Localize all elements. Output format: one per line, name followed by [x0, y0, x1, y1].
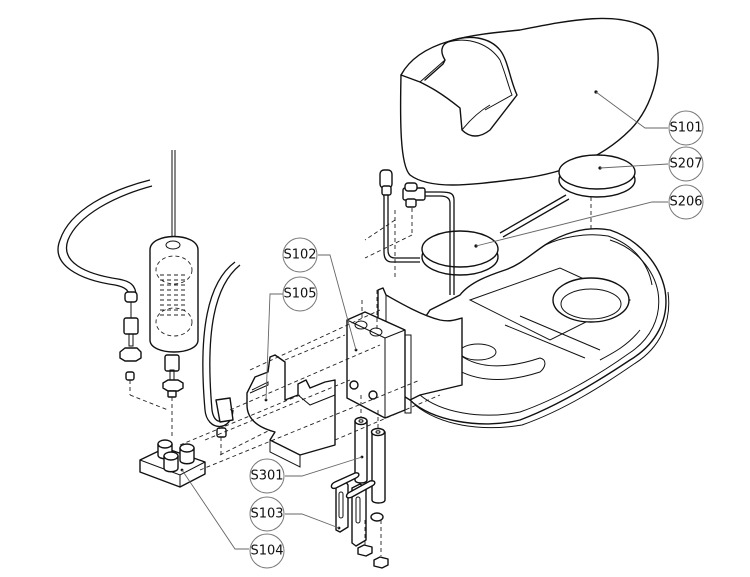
callout-s206[interactable]: S206 — [668, 184, 704, 220]
callout-s301[interactable]: S301 — [249, 458, 285, 494]
part-base-tray[interactable] — [409, 228, 670, 429]
callout-s207[interactable]: S207 — [668, 146, 704, 182]
part-s104-block[interactable] — [139, 439, 206, 488]
callout-label: S206 — [669, 195, 702, 210]
callout-s101[interactable]: S101 — [668, 110, 704, 146]
callout-label: S102 — [283, 248, 316, 263]
part-s101-cover[interactable] — [399, 17, 659, 186]
part-s301-pins[interactable] — [354, 416, 386, 522]
part-s206-pad[interactable] — [364, 169, 570, 295]
callout-s104[interactable]: S104 — [249, 533, 285, 569]
assembly-guide-lines — [179, 290, 441, 471]
coil-icon — [155, 255, 193, 337]
part-s103-clips[interactable] — [330, 472, 389, 569]
callout-label: S101 — [669, 121, 702, 136]
callout-label: S104 — [250, 544, 283, 559]
callout-label: S207 — [669, 157, 702, 172]
part-cylinder-filter[interactable] — [57, 150, 241, 455]
leader-lines — [181, 91, 669, 550]
callout-label: S105 — [283, 287, 316, 302]
callout-label: S103 — [250, 507, 283, 522]
part-s105-bracket[interactable] — [246, 354, 336, 468]
callout-s103[interactable]: S103 — [249, 496, 285, 532]
callout-s105[interactable]: S105 — [282, 276, 318, 312]
callout-label: S301 — [250, 469, 283, 484]
part-s102-bracket[interactable] — [346, 287, 463, 419]
callout-s102[interactable]: S102 — [282, 237, 318, 273]
